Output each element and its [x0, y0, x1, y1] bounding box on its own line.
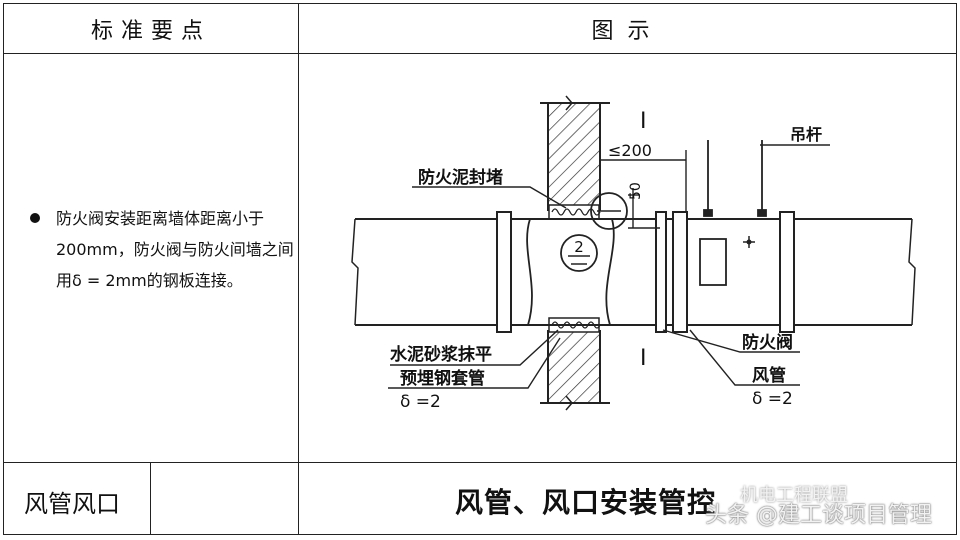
- table-right-border: [956, 3, 957, 535]
- standard-text: 防火阀安装距离墙体距离小于200mm，防火阀与防火间墙之间用δ = 2mm的钢板…: [56, 209, 294, 290]
- label-mortar: 水泥砂浆抹平: [390, 344, 492, 365]
- watermark-line2: 机电工程联盟: [740, 485, 848, 506]
- table-top-border: [3, 3, 957, 4]
- table-column-divider: [298, 3, 299, 535]
- label-damper: 防火阀: [742, 332, 793, 353]
- label-duct: 风管: [752, 365, 786, 386]
- label-dim-200: ≤200: [608, 141, 652, 160]
- label-sleeve: 预埋钢套管: [400, 368, 485, 389]
- label-dim-50: 50: [628, 182, 644, 200]
- steel-sleeve: [526, 218, 615, 326]
- footer-category: 风管风口: [24, 490, 120, 518]
- svg-text:I: I: [640, 109, 647, 134]
- label-fire-mud: 防火泥封堵: [418, 167, 503, 188]
- table-footer-column-divider: [150, 462, 151, 535]
- duct-flanges: [496, 211, 795, 333]
- table-footer-divider: [3, 462, 957, 463]
- hanger-rods: [703, 140, 767, 217]
- fire-damper-body: [699, 236, 755, 286]
- label-hanger: 吊杆: [790, 125, 822, 144]
- duct: [351, 218, 916, 326]
- detail-callout: 2: [560, 192, 628, 272]
- label-duct-delta: δ =2: [752, 389, 793, 409]
- leader-lines: [388, 144, 830, 389]
- header-standard-points: 标准要点: [90, 19, 211, 44]
- bullet-icon: [30, 213, 40, 223]
- table-left-border: [3, 3, 4, 535]
- diagram-labels: 防火泥封堵 吊杆 ≤200 50 水泥砂浆抹平 预埋钢套管 δ =2 防火阀 风…: [390, 125, 822, 412]
- section-marks: I I: [640, 109, 647, 371]
- table-bottom-border: [3, 534, 957, 535]
- watermark-line1: 头条 @建工谈项目管理: [705, 503, 932, 528]
- table-header-divider: [3, 53, 957, 54]
- svg-text:2: 2: [574, 238, 584, 256]
- header-illustration: 图示: [591, 19, 664, 44]
- label-sleeve-delta: δ =2: [400, 392, 441, 412]
- dimension-lines: [599, 150, 687, 229]
- svg-text:I: I: [640, 346, 647, 371]
- footer-title: 风管、风口安装管控: [455, 486, 717, 519]
